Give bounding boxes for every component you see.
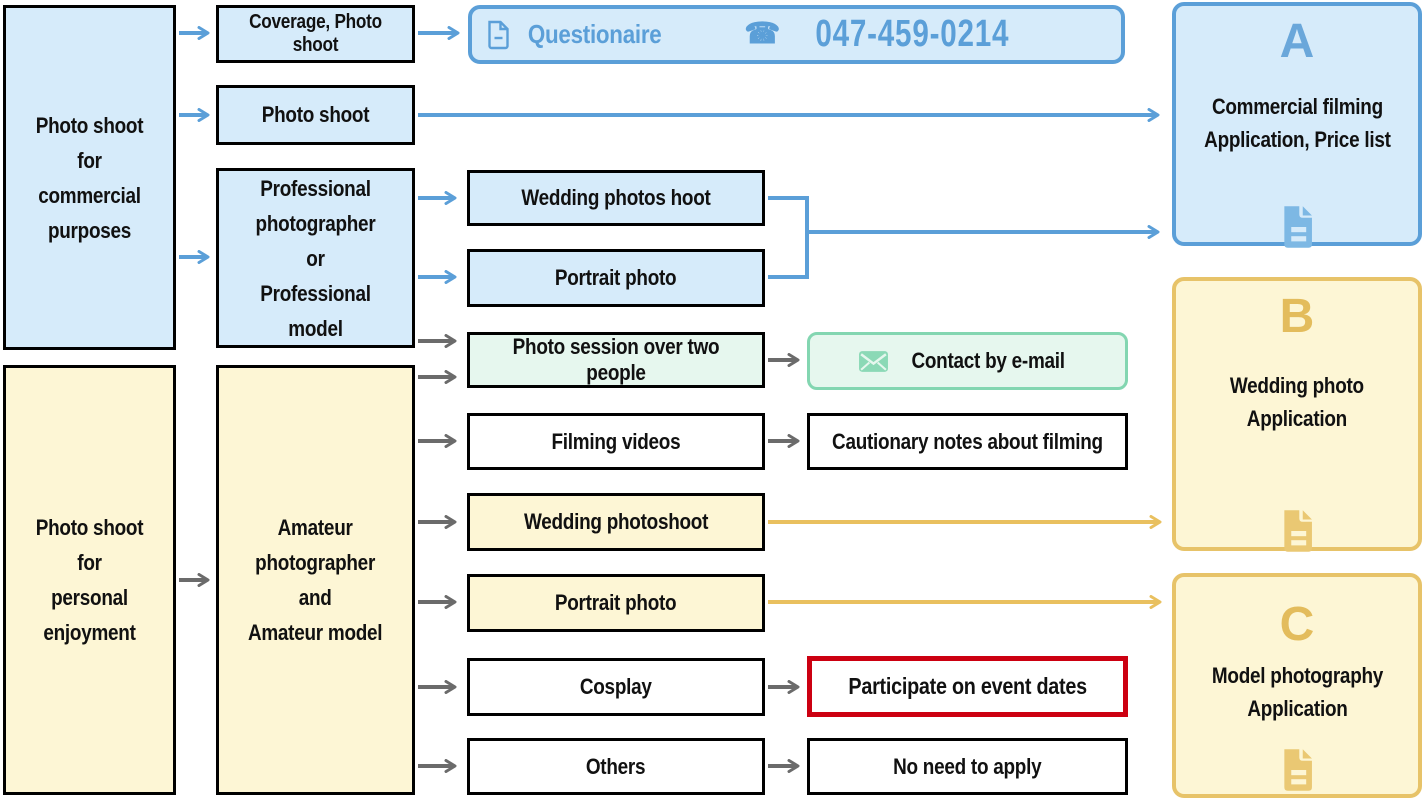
- node-professional-label: Professional photographer or Professiona…: [255, 175, 376, 341]
- questionnaire-left: Questionaire: [486, 19, 672, 50]
- node-commercial-purpose: Photo shoot for commercial purposes: [3, 5, 176, 350]
- node-cautionary-notes-label: Cautionary notes about filming: [832, 428, 1103, 454]
- node-wedding-photoshoot: Wedding photoshoot: [467, 493, 765, 551]
- output-a-letter: A: [1279, 15, 1315, 68]
- node-coverage-photo-shoot: Coverage, Photo shoot: [216, 5, 415, 63]
- node-commercial-purpose-label: Photo shoot for commercial purposes: [35, 112, 144, 243]
- output-a-label: Commercial filming Application, Price li…: [1203, 94, 1391, 152]
- node-photo-shoot: Photo shoot: [216, 85, 415, 145]
- node-cosplay: Cosplay: [467, 658, 765, 716]
- node-wedding-photoshoot-label: Wedding photoshoot: [523, 509, 709, 534]
- node-others-label: Others: [586, 753, 646, 779]
- contact-email-card[interactable]: Contact by e-mail: [807, 332, 1128, 390]
- node-filming-videos: Filming videos: [467, 413, 765, 470]
- node-amateur: Amateur photographer and Amateur model: [216, 365, 415, 795]
- node-participate-event-dates: Participate on event dates: [807, 656, 1128, 717]
- node-wedding-photos-hoot: Wedding photos hoot: [467, 170, 765, 226]
- node-portrait-photo-amateur-label: Portrait photo: [555, 590, 677, 615]
- node-personal-enjoyment: Photo shoot for personal enjoyment: [3, 365, 176, 795]
- output-c-letter: C: [1279, 598, 1315, 651]
- output-c-card[interactable]: C Model photography Application: [1172, 573, 1422, 798]
- output-c-label: Model photography Application: [1211, 663, 1383, 721]
- node-portrait-photo-amateur: Portrait photo: [467, 574, 765, 632]
- document-icon: [488, 20, 509, 49]
- node-photo-session-label: Photo session over two people: [512, 334, 720, 385]
- envelope-icon: [858, 350, 888, 372]
- output-a-card[interactable]: A Commercial filming Application, Price …: [1172, 2, 1422, 248]
- questionnaire-phone-group: ☎ 047-459-0214: [744, 13, 1037, 56]
- phone-number: 047-459-0214: [815, 13, 1010, 55]
- questionnaire-label: Questionaire: [527, 19, 662, 49]
- output-b-card[interactable]: B Wedding photo Application: [1172, 277, 1422, 552]
- node-photo-shoot-label: Photo shoot: [261, 102, 370, 127]
- node-no-need-label: No need to apply: [893, 753, 1042, 779]
- phone-icon: ☎: [744, 18, 781, 50]
- bracket-wedding-portrait: [768, 196, 809, 279]
- document-icon: [1284, 510, 1312, 552]
- node-wedding-photos-hoot-label: Wedding photos hoot: [521, 185, 711, 210]
- questionnaire-card[interactable]: Questionaire ☎ 047-459-0214: [468, 5, 1125, 64]
- node-filming-videos-label: Filming videos: [551, 428, 681, 454]
- node-portrait-photo-pro-label: Portrait photo: [555, 265, 677, 290]
- node-participate-label: Participate on event dates: [848, 673, 1087, 699]
- node-portrait-photo-pro: Portrait photo: [467, 249, 765, 307]
- node-photo-session-over-two: Photo session over two people: [467, 332, 765, 388]
- node-personal-enjoyment-label: Photo shoot for personal enjoyment: [35, 515, 144, 645]
- node-cosplay-label: Cosplay: [580, 674, 652, 699]
- document-icon: [1284, 206, 1312, 248]
- document-icon: [1284, 749, 1312, 791]
- node-no-need-apply: No need to apply: [807, 738, 1128, 795]
- output-b-letter: B: [1279, 290, 1315, 343]
- contact-email-label: Contact by e-mail: [911, 348, 1065, 373]
- node-amateur-label: Amateur photographer and Amateur model: [248, 515, 383, 645]
- node-others: Others: [467, 738, 765, 795]
- node-coverage-label: Coverage, Photo shoot: [249, 11, 382, 56]
- node-cautionary-notes: Cautionary notes about filming: [807, 413, 1128, 470]
- output-b-label: Wedding photo Application: [1230, 373, 1364, 431]
- node-professional: Professional photographer or Professiona…: [216, 168, 415, 348]
